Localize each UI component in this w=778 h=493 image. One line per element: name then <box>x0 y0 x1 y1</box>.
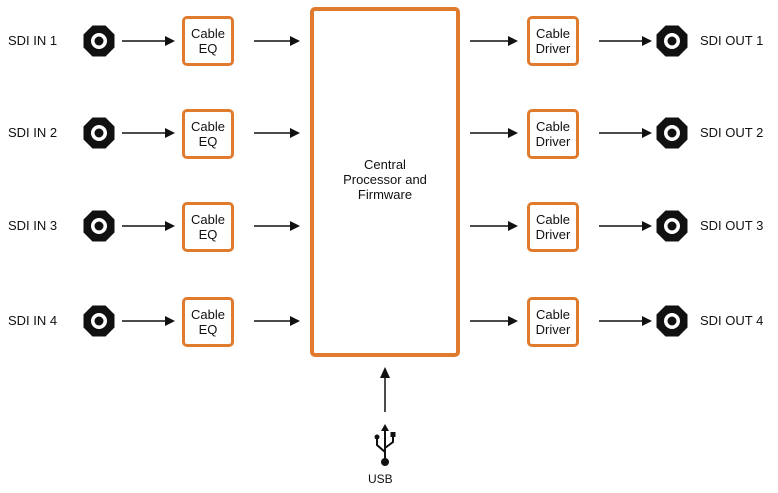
arrow-right-icon <box>599 128 652 138</box>
central-processor-box: Central Processor and Firmware <box>310 7 460 357</box>
output-label-1: SDI OUT 1 <box>700 33 764 48</box>
arrow-right-icon <box>599 36 652 46</box>
bnc-connector-icon <box>656 305 688 337</box>
bnc-connector-icon <box>83 210 115 242</box>
cable-eq-box-2: Cable EQ <box>182 109 234 159</box>
arrow-right-icon <box>122 36 175 46</box>
usb-label: USB <box>368 472 393 486</box>
input-label-2: SDI IN 2 <box>8 125 58 140</box>
arrow-up-icon <box>380 367 390 412</box>
bnc-connector-icon <box>83 305 115 337</box>
arrow-right-icon <box>122 128 175 138</box>
input-label-3: SDI IN 3 <box>8 218 58 233</box>
bnc-connector-icon <box>656 117 688 149</box>
usb-icon <box>374 424 396 466</box>
cable-driver-box-1: Cable Driver <box>527 16 579 66</box>
output-label-4: SDI OUT 4 <box>700 313 764 328</box>
cable-eq-box-3: Cable EQ <box>182 202 234 252</box>
arrow-right-icon <box>470 316 518 326</box>
arrow-right-icon <box>122 316 175 326</box>
input-label-4: SDI IN 4 <box>8 313 58 328</box>
bnc-connector-icon <box>83 25 115 57</box>
bnc-connector-icon <box>656 25 688 57</box>
cable-eq-box-4: Cable EQ <box>182 297 234 347</box>
output-label-2: SDI OUT 2 <box>700 125 764 140</box>
bnc-connector-icon <box>83 117 115 149</box>
arrow-right-icon <box>254 36 300 46</box>
arrow-right-icon <box>254 128 300 138</box>
output-label-3: SDI OUT 3 <box>700 218 764 233</box>
arrow-right-icon <box>254 316 300 326</box>
cable-eq-box-1: Cable EQ <box>182 16 234 66</box>
arrow-right-icon <box>599 221 652 231</box>
cable-driver-box-4: Cable Driver <box>527 297 579 347</box>
arrow-right-icon <box>122 221 175 231</box>
cable-driver-box-3: Cable Driver <box>527 202 579 252</box>
cable-driver-box-2: Cable Driver <box>527 109 579 159</box>
input-label-1: SDI IN 1 <box>8 33 58 48</box>
arrow-right-icon <box>599 316 652 326</box>
arrow-right-icon <box>470 128 518 138</box>
bnc-connector-icon <box>656 210 688 242</box>
arrow-right-icon <box>470 36 518 46</box>
arrow-right-icon <box>470 221 518 231</box>
arrow-right-icon <box>254 221 300 231</box>
